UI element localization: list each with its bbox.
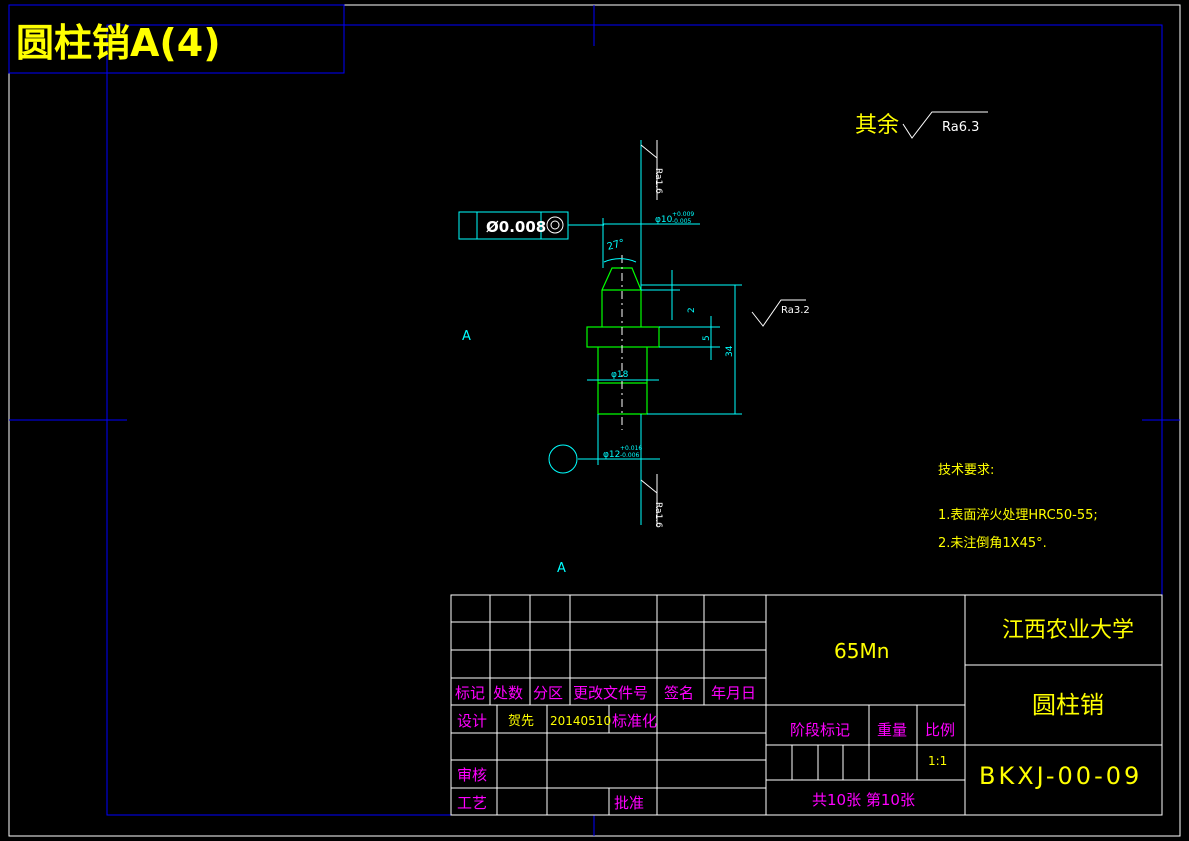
tech-req-item-2: 2.未注倒角1X45°.: [938, 536, 1047, 551]
dim-collar-dia: φ18: [611, 370, 629, 380]
roughness-general-symbol: [902, 111, 988, 139]
label-stage-mark: 阶段标记: [790, 721, 850, 739]
hdr-count: 处数: [493, 684, 523, 702]
chamfer-angle-arc: [603, 258, 637, 263]
tech-req-heading: 技术要求:: [938, 463, 994, 478]
outer-border: [8, 4, 1181, 837]
title-drawing-no: BKXJ-00-09: [979, 762, 1142, 790]
chamfer-angle: 27°: [606, 238, 626, 253]
roughness-side-symbol: [751, 299, 806, 327]
hdr-signature: 签名: [664, 684, 694, 702]
hdr-mark: 标记: [455, 684, 485, 702]
sheet-count: 共10张 第10张: [812, 791, 915, 809]
hdr-change-doc: 更改文件号: [573, 684, 648, 702]
corner-title-box: [8, 4, 345, 74]
label-approve: 批准: [614, 794, 644, 812]
datum-circle: [548, 444, 578, 474]
title-block-grid: [450, 594, 1163, 816]
title-part-name: 圆柱销: [1032, 691, 1104, 719]
roughness-general-prefix: 其余: [855, 113, 899, 138]
dim-bottom-dia: φ12: [603, 450, 620, 460]
label-process: 工艺: [457, 794, 487, 812]
hdr-zone: 分区: [533, 684, 563, 702]
roughness-general-value: Ra6.3: [942, 120, 979, 135]
dim-top-dia: φ10: [655, 215, 673, 225]
label-scale: 比例: [925, 721, 955, 739]
hdr-date: 年月日: [711, 684, 756, 702]
label-weight: 重量: [877, 721, 907, 739]
dim-height-2: 2: [687, 307, 697, 313]
roughness-top-symbol: [640, 140, 658, 160]
dim-top-tol-upper: +0.009: [672, 211, 694, 218]
section-label-a-lower: A: [557, 561, 566, 576]
dim-bottom-tol-lower: -0.006: [620, 452, 640, 459]
scale-value: 1:1: [928, 754, 947, 768]
concentricity-symbol-outer: [546, 216, 564, 234]
section-label-a-upper: A: [462, 329, 471, 344]
concentricity-symbol-inner: [550, 220, 560, 230]
dim-height-34: 34: [725, 345, 735, 357]
designer-name: 贺先: [508, 714, 534, 729]
tech-req-item-1: 1.表面淬火处理HRC50-55;: [938, 508, 1098, 523]
roughness-bottom-symbol: [640, 474, 658, 495]
dim-bottom-tol-upper: +0.016: [620, 445, 642, 452]
roughness-top-value: Ra1.6: [653, 168, 663, 194]
corner-title: 圆柱销A(4): [16, 21, 221, 65]
tolerance-value: Ø0.008: [486, 218, 546, 236]
label-review: 审核: [457, 766, 487, 784]
dim-top-tol-lower: -0.005: [672, 218, 692, 225]
label-design: 设计: [457, 712, 487, 730]
title-material: 65Mn: [834, 639, 889, 663]
roughness-bottom-value: Ra1.6: [653, 502, 663, 528]
dim-height-5: 5: [702, 335, 712, 341]
roughness-side-value: Ra3.2: [781, 305, 810, 316]
label-standardize: 标准化: [612, 712, 657, 730]
design-date: 20140510: [550, 714, 611, 728]
title-school: 江西农业大学: [1002, 618, 1134, 643]
